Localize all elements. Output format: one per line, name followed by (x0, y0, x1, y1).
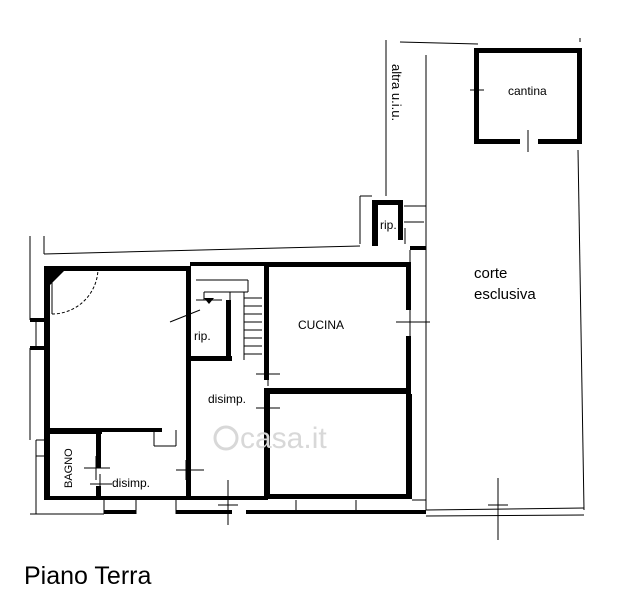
cucina-label: CUCINA (298, 318, 344, 332)
staircase: rip. (190, 279, 280, 386)
cantina-label: cantina (508, 84, 547, 98)
rip-closet-top: rip. (359, 195, 426, 246)
plan-caption: Piano Terra (24, 562, 151, 590)
kitchen-room: CUCINA (298, 310, 430, 336)
main-room (44, 267, 201, 447)
bathroom-room: BAGNO disimp. (36, 434, 150, 500)
esclusiva-label: esclusiva (474, 286, 536, 303)
disimp-bottom-label: disimp. (112, 476, 150, 490)
central-hall: disimp. (176, 392, 280, 480)
bagno-label: BAGNO (63, 448, 75, 488)
rip-top-label: rip. (380, 218, 397, 232)
building-walls (29, 236, 426, 525)
rip-stair-label: rip. (194, 329, 211, 343)
watermark-text: casa.it (240, 422, 327, 455)
cantina-room: cantina (470, 48, 582, 152)
court-boundary (385, 38, 585, 540)
corte-label: corte (474, 265, 507, 282)
disimp-center-label: disimp. (208, 392, 246, 406)
watermark: casa.it (213, 422, 327, 455)
altra-uiu-label: altra u.i.u. (389, 64, 404, 121)
